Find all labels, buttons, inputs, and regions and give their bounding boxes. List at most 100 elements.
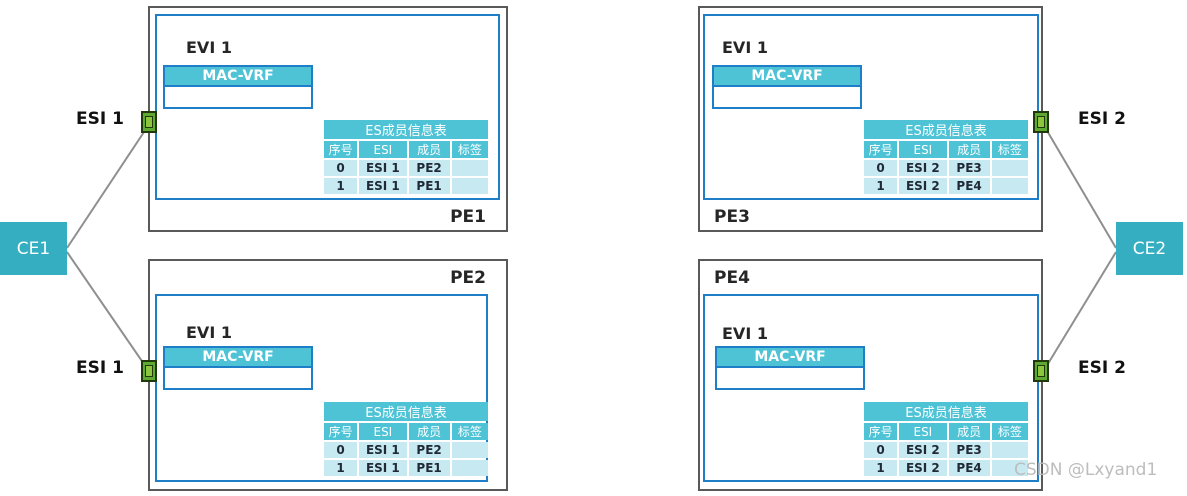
- cell-tag: [451, 442, 488, 458]
- cell-esi: ESI 2: [899, 460, 947, 476]
- col-header-esi: ESI: [899, 141, 947, 158]
- table-row: 0 ESI 2 PE3: [864, 160, 1028, 176]
- col-header-seq: 序号: [864, 423, 898, 440]
- es-table-title: ES成员信息表: [864, 402, 1028, 421]
- es-member-table: ES成员信息表 序号 ESI 成员 标签 0 ESI 2 PE3 1 ESI 2…: [862, 118, 1030, 196]
- mac-vrf-header: MAC-VRF: [163, 346, 313, 368]
- cell-tag: [451, 460, 488, 476]
- cell-seq: 1: [864, 178, 898, 194]
- cell-esi: ESI 1: [359, 442, 407, 458]
- evi-label: EVI 1: [186, 323, 232, 342]
- esi-label: ESI 1: [76, 109, 124, 129]
- cell-tag: [451, 178, 488, 194]
- cell-seq: 0: [324, 160, 358, 176]
- mac-vrf-table: MAC-VRF: [712, 65, 862, 109]
- pe3-box: EVI 1 MAC-VRF ES成员信息表 序号 ESI 成员 标签 0 ESI…: [698, 6, 1043, 232]
- ethernet-port-icon: [141, 360, 157, 382]
- es-table-title: ES成员信息表: [324, 120, 488, 139]
- evi-label: EVI 1: [186, 38, 232, 57]
- pe2-box: PE2 EVI 1 MAC-VRF ES成员信息表 序号 ESI 成员 标签 0…: [148, 259, 508, 491]
- cell-esi: ESI 1: [359, 178, 407, 194]
- ethernet-port-icon: [141, 111, 157, 133]
- es-member-table: ES成员信息表 序号 ESI 成员 标签 0 ESI 1 PE2 1 ESI 1…: [322, 118, 490, 196]
- pe-name-label: PE2: [450, 268, 486, 288]
- col-header-member: 成员: [408, 423, 450, 440]
- table-row: 0 ESI 1 PE2: [324, 442, 488, 458]
- mac-vrf-table: MAC-VRF: [163, 346, 313, 390]
- cell-esi: ESI 2: [899, 178, 947, 194]
- cell-esi: ESI 1: [359, 460, 407, 476]
- mac-vrf-header: MAC-VRF: [712, 65, 862, 87]
- cell-tag: [451, 160, 488, 176]
- cell-seq: 1: [324, 178, 358, 194]
- cell-esi: ESI 1: [359, 160, 407, 176]
- cell-seq: 1: [324, 460, 358, 476]
- table-row: 1 ESI 1 PE1: [324, 460, 488, 476]
- ethernet-port-icon: [1033, 111, 1049, 133]
- cell-member: PE4: [948, 178, 990, 194]
- link-ce2-pe4: [1045, 251, 1117, 368]
- pe-name-label: PE4: [714, 268, 750, 288]
- ce2-node: CE2: [1116, 222, 1183, 275]
- col-header-member: 成员: [408, 141, 450, 158]
- pe1-box: EVI 1 MAC-VRF ES成员信息表 序号 ESI 成员 标签 0 ESI…: [148, 6, 508, 232]
- col-header-tag: 标签: [991, 423, 1028, 440]
- col-header-seq: 序号: [864, 141, 898, 158]
- cell-seq: 0: [864, 442, 898, 458]
- cell-member: PE3: [948, 442, 990, 458]
- col-header-seq: 序号: [324, 423, 358, 440]
- link-ce1-pe2: [66, 251, 147, 368]
- cell-seq: 0: [324, 442, 358, 458]
- evi-label: EVI 1: [722, 324, 768, 343]
- col-header-tag: 标签: [991, 141, 1028, 158]
- ethernet-port-inner: [1037, 116, 1045, 128]
- cell-tag: [991, 160, 1028, 176]
- cell-seq: 0: [864, 160, 898, 176]
- es-table-title: ES成员信息表: [324, 402, 488, 421]
- table-row: 0 ESI 1 PE2: [324, 160, 488, 176]
- cell-tag: [991, 442, 1028, 458]
- mac-vrf-header: MAC-VRF: [163, 65, 313, 87]
- evi-label: EVI 1: [722, 38, 768, 57]
- cell-member: PE1: [408, 178, 450, 194]
- cell-esi: ESI 2: [899, 442, 947, 458]
- es-table-title: ES成员信息表: [864, 120, 1028, 139]
- col-header-tag: 标签: [451, 141, 488, 158]
- mac-vrf-table: MAC-VRF: [715, 346, 865, 390]
- col-header-esi: ESI: [359, 423, 407, 440]
- cell-member: PE2: [408, 160, 450, 176]
- es-member-table: ES成员信息表 序号 ESI 成员 标签 0 ESI 2 PE3 1 ESI 2…: [862, 400, 1030, 478]
- cell-member: PE1: [408, 460, 450, 476]
- cell-esi: ESI 2: [899, 160, 947, 176]
- table-row: 1 ESI 1 PE1: [324, 178, 488, 194]
- pe-name-label: PE3: [714, 207, 750, 227]
- ethernet-port-inner: [145, 365, 153, 377]
- ethernet-port-inner: [145, 116, 153, 128]
- ce1-node: CE1: [0, 222, 67, 275]
- cell-member: PE3: [948, 160, 990, 176]
- table-row: 1 ESI 2 PE4: [864, 460, 1028, 476]
- cell-member: PE4: [948, 460, 990, 476]
- col-header-esi: ESI: [899, 423, 947, 440]
- cell-seq: 1: [864, 460, 898, 476]
- mac-vrf-header: MAC-VRF: [715, 346, 865, 368]
- col-header-member: 成员: [948, 141, 990, 158]
- mac-vrf-table: MAC-VRF: [163, 65, 313, 109]
- link-ce2-pe3: [1045, 128, 1117, 249]
- col-header-seq: 序号: [324, 141, 358, 158]
- esi-label: ESI 2: [1078, 109, 1126, 129]
- cell-tag: [991, 460, 1028, 476]
- mac-vrf-empty-row: [715, 368, 865, 390]
- col-header-esi: ESI: [359, 141, 407, 158]
- table-row: 1 ESI 2 PE4: [864, 178, 1028, 194]
- mac-vrf-empty-row: [163, 87, 313, 109]
- link-ce1-pe1: [66, 128, 147, 249]
- col-header-member: 成员: [948, 423, 990, 440]
- cell-tag: [991, 178, 1028, 194]
- mac-vrf-empty-row: [163, 368, 313, 390]
- ethernet-port-icon: [1033, 360, 1049, 382]
- esi-label: ESI 2: [1078, 358, 1126, 378]
- pe4-box: PE4 EVI 1 MAC-VRF ES成员信息表 序号 ESI 成员 标签 0…: [698, 259, 1043, 491]
